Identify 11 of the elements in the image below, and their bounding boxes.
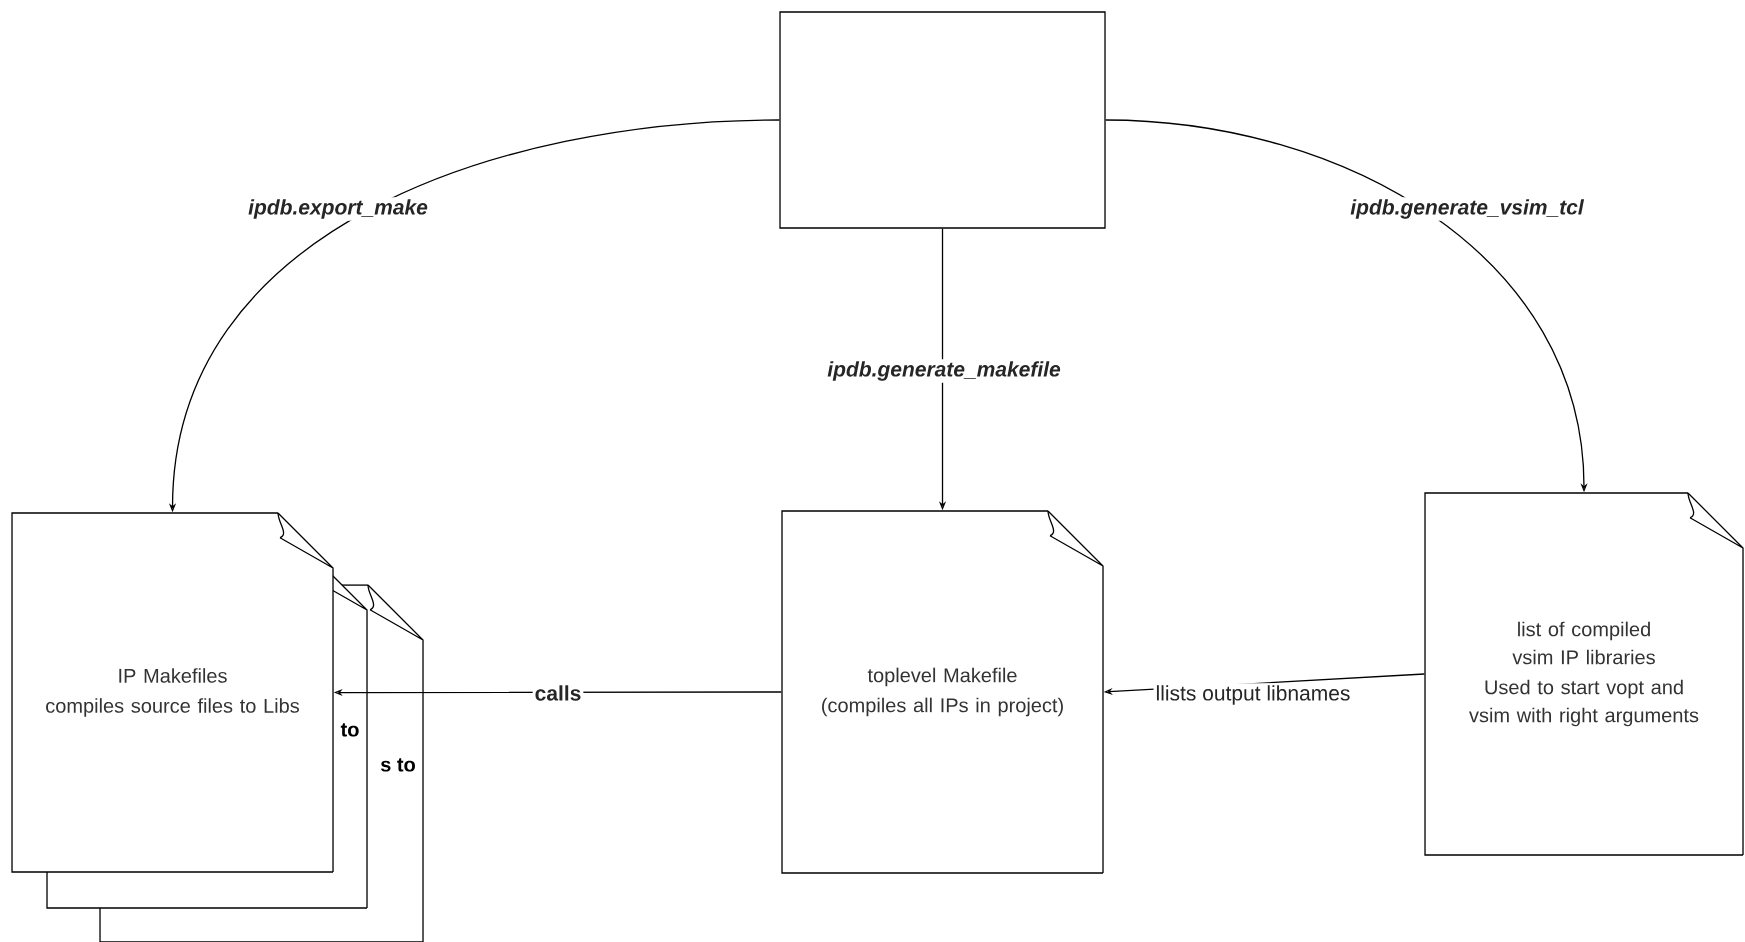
document-page: list of compiled vsim IP libraries Used to start vopt and vsim with right arguments xyxy=(1424,492,1744,856)
edge-label: ipdb.generate_vsim_tcl xyxy=(1348,197,1586,221)
document-page: toplevel Makefile (compiles all IPs in project) xyxy=(781,510,1104,874)
edge-label: ipdb.generate_makefile xyxy=(825,359,1063,383)
page-text: to xyxy=(340,723,359,737)
page-text: s to xyxy=(380,758,415,772)
edge-label: calls xyxy=(532,683,584,703)
process-box xyxy=(779,11,1106,229)
edge-label: llists output libnames xyxy=(1153,683,1353,707)
document-page: IP Makefiles compiles source files to Libs xyxy=(11,512,334,873)
edge-label: ipdb.export_make xyxy=(246,197,430,221)
